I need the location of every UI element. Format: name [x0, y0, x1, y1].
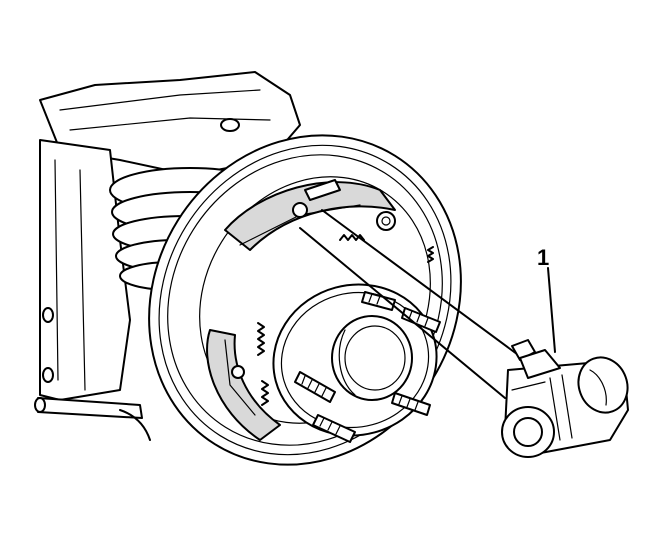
wheel-stud: [391, 392, 431, 416]
return-springs: [231, 202, 434, 406]
callout-1: 1: [537, 245, 556, 353]
wheel-cylinder: [501, 339, 629, 458]
wheel-stud: [294, 371, 336, 403]
brake-shoes: [206, 181, 396, 441]
callout-label: 1: [537, 245, 549, 270]
wheel-studs: [294, 291, 441, 443]
leader-line: [547, 267, 556, 353]
wheel-stud: [312, 414, 356, 443]
plate-slot: [304, 179, 341, 201]
explode-lines: [299, 209, 526, 399]
